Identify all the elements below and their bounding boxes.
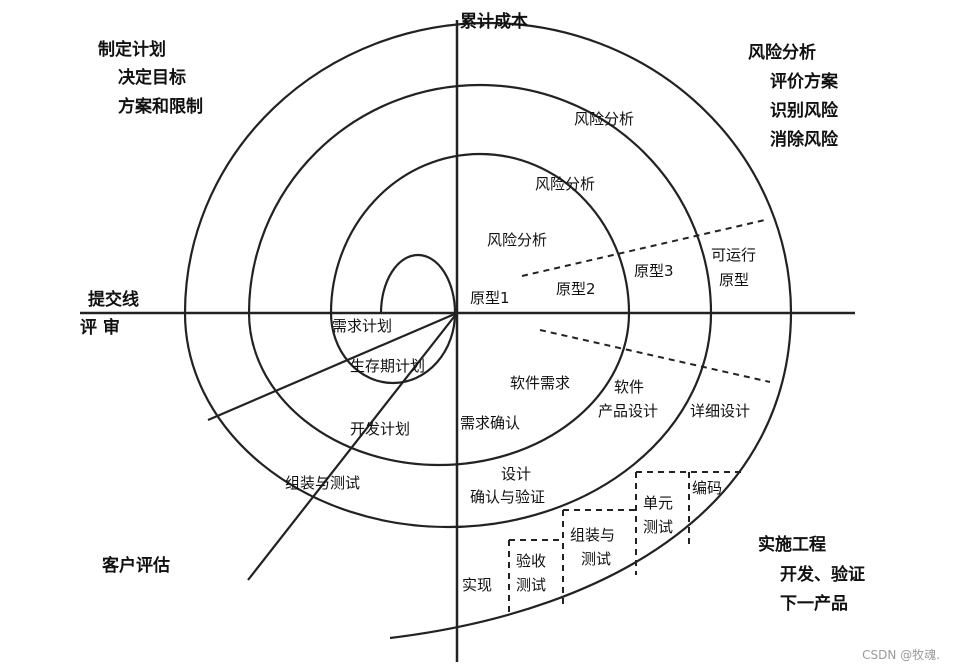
lifecycle-plan-label: 生存期计划 [350, 357, 425, 375]
watermark: CSDN @牧魂. [862, 648, 940, 662]
svg-text:决定目标: 决定目标 [118, 67, 186, 88]
radial-line-upper [207, 311, 458, 422]
design-validation-label: 确认与验证 [470, 488, 545, 506]
operational-prototype-label: 可运行 [711, 246, 756, 264]
requirements-plan-label: 需求计划 [332, 317, 392, 335]
commit-line-label: 提交线 [88, 289, 139, 310]
svg-text:下一产品: 下一产品 [780, 593, 848, 614]
svg-text:识别风险: 识别风险 [770, 100, 839, 121]
svg-text:开发、验证: 开发、验证 [780, 564, 865, 585]
risk-analysis-label: 风险分析 [574, 110, 634, 128]
acceptance-test-label: 测试 [516, 576, 546, 594]
radial-line-lower [247, 312, 458, 581]
spiral-curve [183, 21, 793, 640]
product-design-label: 产品设计 [598, 402, 658, 420]
prototype-dashed-line [521, 219, 766, 277]
risk-analysis-label: 风险分析 [535, 175, 595, 193]
operational-prototype-label: 原型 [719, 271, 749, 289]
unit-test-label: 单元 [643, 494, 673, 512]
svg-text:方案和限制: 方案和限制 [118, 96, 203, 117]
integration-test-plan-label: 组装与测试 [285, 474, 360, 492]
prototype-1-label: 原型1 [470, 289, 510, 307]
development-plan-label: 开发计划 [350, 420, 410, 438]
prototype-3-label: 原型3 [634, 262, 674, 280]
quadrant-planning: 制定计划 决定目标 方案和限制 [98, 39, 203, 117]
design-validation-label: 设计 [501, 465, 531, 483]
requirements-validation-label: 需求确认 [460, 414, 520, 432]
software-requirements-label: 软件需求 [510, 374, 570, 392]
unit-test-label: 测试 [643, 518, 673, 536]
integration-test-label: 组装与 [570, 526, 615, 544]
coding-label: 编码 [692, 479, 722, 497]
review-label: 评 审 [80, 317, 120, 338]
integration-test-label: 测试 [581, 550, 611, 568]
svg-text:风险分析: 风险分析 [748, 42, 816, 63]
acceptance-test-label: 验收 [516, 552, 546, 570]
quadrant-engineering: 实施工程 开发、验证 下一产品 [758, 534, 865, 614]
svg-text:制定计划: 制定计划 [98, 39, 166, 60]
prototype-2-label: 原型2 [556, 280, 596, 298]
bottom-dashed-boxes [508, 471, 744, 612]
svg-text:评价方案: 评价方案 [770, 71, 839, 92]
quadrant-risk-analysis: 风险分析 评价方案 识别风险 消除风险 [748, 42, 839, 150]
product-design-label: 软件 [614, 378, 644, 396]
svg-text:消除风险: 消除风险 [770, 129, 839, 150]
cumulative-cost-label: 累计成本 [460, 11, 528, 32]
quadrant-customer-evaluation: 客户评估 [101, 555, 170, 576]
design-dashed-line [539, 329, 771, 383]
detailed-design-label: 详细设计 [690, 402, 750, 420]
implementation-label: 实现 [462, 576, 492, 594]
risk-analysis-label: 风险分析 [487, 231, 547, 249]
svg-text:实施工程: 实施工程 [758, 534, 826, 555]
